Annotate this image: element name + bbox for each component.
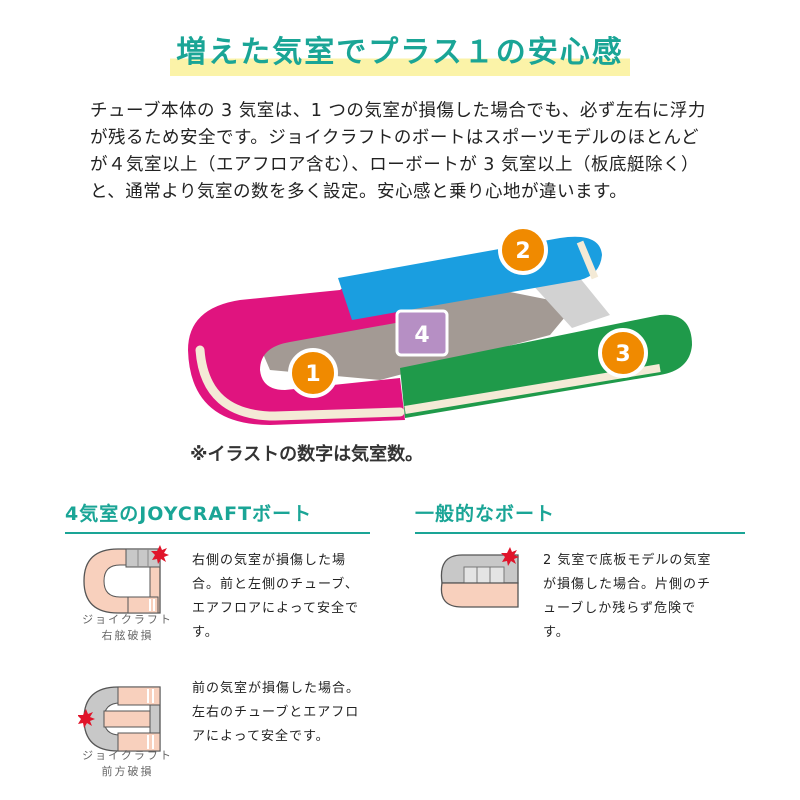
boat-transom [530, 272, 610, 328]
boat-diagram-generic-damage [440, 547, 519, 608]
rub-strake-pink [195, 345, 405, 421]
marker-3: 3 [598, 328, 648, 378]
case1-caption: ジョイクラフト 右舷破損 [75, 612, 180, 644]
marker-1-label: 1 [305, 362, 320, 387]
right-section-heading: 一般的なボート [415, 503, 556, 525]
marker-3-label: 3 [615, 342, 630, 367]
boat-diagram-right-damage [83, 545, 169, 614]
case1-caption-line1: ジョイクラフト [82, 613, 173, 626]
marker-4: 4 [395, 309, 449, 357]
marker-4-label: 4 [414, 323, 429, 348]
marker-2: 2 [498, 225, 548, 275]
case2-caption-line1: ジョイクラフト [82, 749, 173, 762]
illustration-note: ※イラストの数字は気室数。 [190, 444, 424, 465]
boat-diagram-front-damage [78, 686, 161, 752]
case1-description: 右側の気室が損傷した場合。前と左側のチューブ、エアフロアによって安全です。 [192, 553, 359, 640]
case2-caption-line2: 前方破損 [101, 765, 154, 778]
generic-case-description: 2 気室で底板モデルの気室が損傷した場合。片側のチューブしか残らず危険です。 [543, 553, 712, 640]
case2-description: 前の気室が損傷した場合。左右のチューブとエアフロアによって安全です。 [192, 681, 361, 744]
case1-caption-line2: 右舷破損 [101, 629, 154, 642]
tube-blue-end [576, 240, 599, 280]
title-wrap: 増えた気室でプラス１の安心感 [0, 30, 800, 76]
left-section-divider [65, 532, 370, 534]
page-title: 増えた気室でプラス１の安心感 [170, 30, 630, 76]
right-section-divider [415, 532, 745, 534]
boat-illustration: 1 2 3 4 [188, 225, 692, 425]
left-section-heading: 4気室のJOYCRAFTボート [65, 503, 313, 525]
marker-1: 1 [288, 348, 338, 398]
marker-2-label: 2 [515, 239, 530, 264]
case2-caption: ジョイクラフト 前方破損 [75, 748, 180, 780]
intro-paragraph: チューブ本体の 3 気室は、1 つの気室が損傷した場合でも、必ず左右に浮力が残る… [90, 101, 706, 202]
